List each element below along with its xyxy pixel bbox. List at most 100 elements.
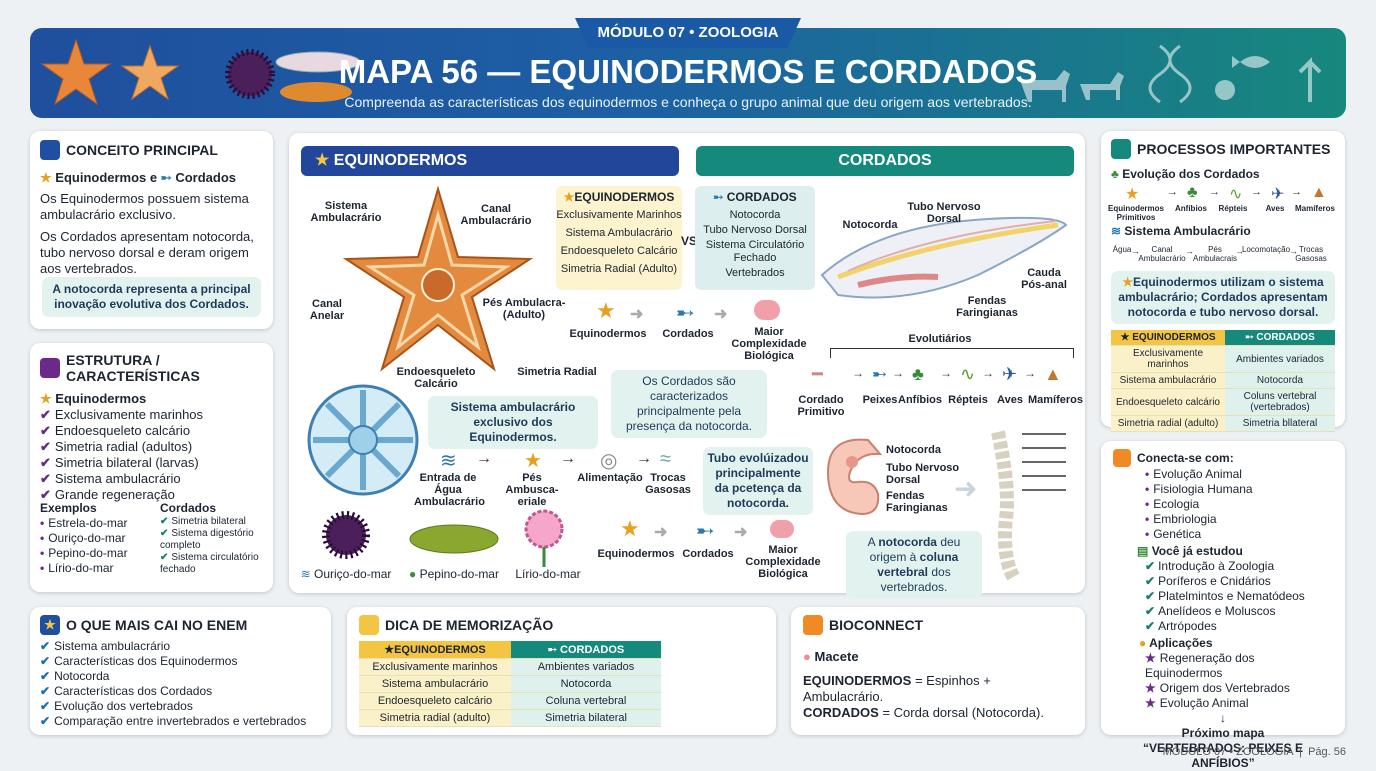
conceito-p1: Os Equinodermos possuem sistema ambulacr… [40, 191, 249, 222]
example-item-text: Estrela-do-mar [48, 516, 128, 530]
conceito-card: CONCEITO PRINCIPAL ★ Equinodermos e ➸ Co… [30, 131, 273, 329]
mini-cord-item-text: Vertebrados [725, 267, 785, 279]
flow2-equi: Equinodermos [597, 548, 675, 560]
fish-icon [1232, 56, 1270, 68]
ja-item: ✔Anelídeos e Moluscos [1145, 604, 1333, 619]
enem-item: ✔Evolução dos vertebrados [40, 699, 321, 714]
cell-equi: Exclusivamente marinhos [359, 658, 511, 676]
enem-title: O QUE MAIS CAI NO ENEM [66, 617, 248, 633]
label-fendas: Fendas Faringianas [956, 295, 1018, 319]
cell-equi: Simetria radial (adulto) [1111, 415, 1225, 432]
label-pes-ambulacra: Pés Ambulacra- (Adulto) [482, 297, 566, 321]
table-row: Simetria radial (adulto)Simetria bilater… [359, 709, 661, 727]
estrutura-group: Equinodermos [55, 391, 147, 406]
starfish-diagram [342, 185, 534, 372]
sea-urchin-icon [322, 511, 370, 559]
enem-item: ✔Características dos Cordados [40, 684, 321, 699]
growth-icon [1298, 57, 1322, 102]
check-icon: ✔ [40, 487, 51, 502]
processos-title: PROCESSOS IMPORTANTES [1137, 141, 1331, 157]
check-icon: ★ [1145, 651, 1156, 665]
lizard-icon: ∿ [1229, 186, 1243, 203]
check-icon: ✔ [160, 528, 169, 539]
arrow-icon: → [1251, 186, 1262, 198]
proc-amb-item: Água [1112, 245, 1132, 254]
mini-cord-item: Notocorda [695, 209, 815, 222]
ja-item-text: Platelmintos e Nematódeos [1158, 589, 1305, 603]
macete-l1: = Espinhos + Ambulacrário. [803, 673, 991, 704]
cordados-item: ✔Sistema circulatório fechado [160, 552, 268, 576]
evo-row: ━Cordado Primitivo➸→Peixes♣→Anfíbios∿→Ré… [797, 364, 1083, 424]
example-item: •Ouriço-do-mar [40, 531, 158, 546]
conceito-note: A notocorda representa a principal inova… [42, 277, 261, 317]
bioconnect-icon [803, 615, 823, 635]
link-icon [1113, 449, 1131, 467]
proc-evo-title: Evolução dos Cordados [1122, 167, 1260, 181]
arrow-icon: → [982, 366, 994, 380]
check-icon: ✔ [1145, 574, 1156, 588]
enem-item: ✔Sistema ambulacrário [40, 639, 321, 654]
proc-evo-row: ★Equinodermos Primitivos♣→Anfíbios∿→Répt… [1108, 184, 1335, 222]
star-icon: ★ [315, 152, 330, 169]
estrutura-item-text: Sistema ambulacrário [54, 471, 181, 486]
label-notocorda: Notocorda [842, 219, 898, 231]
proc-amb-title: Sistema Ambulacrário [1124, 224, 1251, 238]
dog-icon: ▲ [1311, 184, 1327, 201]
mini-equi-item: Exclusivamente Marinhos [556, 209, 682, 222]
star-icon: ★ [1122, 275, 1134, 289]
lightbulb-icon [359, 615, 379, 635]
lightbulb-icon: ● [1139, 636, 1147, 650]
brain-icon [754, 300, 780, 320]
check-icon: ✔ [40, 639, 51, 653]
check-icon: • [1145, 497, 1150, 511]
header-icons-right [1020, 44, 1322, 104]
note-tubo: Tubo evolúizadou principalmente da pcete… [703, 447, 813, 515]
check-icon: • [1145, 512, 1150, 526]
mini-equi-item-text: Exclusivamente Marinhos [556, 209, 682, 221]
bird-icon: ✈ [1271, 186, 1285, 203]
module-tab: MÓDULO 07 • ZOOLOGIA [575, 18, 801, 48]
wave-icon: ≋ [440, 450, 457, 472]
mini-cord-item-text: Sistema Circulatório Fechado [705, 239, 805, 264]
arrow-icon: → [560, 450, 576, 467]
macete-l2: = Corda dorsal (Notocorda). [882, 705, 1044, 720]
process-item: Trocas Gasosas [645, 472, 691, 496]
animals-row [322, 509, 564, 567]
check-icon: ✔ [40, 407, 51, 422]
dog-icon: ▲ [1044, 364, 1062, 384]
arrow-icon: → [636, 450, 652, 467]
example-item: •Estrela-do-mar [40, 516, 158, 531]
conecta-item: •Fisiologia Humana [1145, 482, 1333, 497]
mini-equi-item-text: Endoesqueleto Calcário [560, 245, 678, 257]
equinodermos-banner: ★ EQUINODERMOS [301, 146, 679, 176]
check-icon: ✔ [40, 699, 51, 713]
processos-table: ★ EQUINODERMOS➸ CORDADOS Exclusivamente … [1111, 330, 1335, 432]
fish-icon: ➸ [696, 518, 715, 543]
arrow-icon: → [1185, 246, 1194, 256]
flow1-equi: Equinodermos [569, 328, 647, 340]
arrow-right-icon: ➜ [954, 473, 978, 504]
check-icon: • [1145, 482, 1150, 496]
macete-l1-b: EQUINODERMOS [803, 673, 912, 688]
enem-item-text: Características dos Equinodermos [54, 654, 238, 668]
evo-item: Aves [997, 394, 1023, 406]
embryo-diagram [826, 438, 883, 516]
proc-amb-item: Canal Ambulacrário [1138, 245, 1186, 263]
ap-list: ★Regeneração dos Equinodermos★Origem dos… [1113, 651, 1333, 711]
ja-item: ✔Introdução à Zoologia [1145, 559, 1333, 574]
arrow-icon: → [852, 366, 864, 380]
ja-list: ✔Introdução à Zoologia✔Poríferos e Cnidá… [1113, 559, 1333, 634]
mini-cord-item-text: Notocorda [729, 209, 781, 221]
estrutura-item-text: Grande regeneração [54, 487, 175, 502]
estrutura-item: ✔Grande regeneração [40, 487, 263, 503]
star-icon: ★ [384, 644, 395, 656]
cell-cord: Ambientes variados [1225, 345, 1335, 373]
arrow-icon: → [1209, 186, 1220, 198]
evo-bracket [830, 348, 1074, 358]
mini-cord-item: Sistema Circulatório Fechado [695, 239, 815, 265]
ja-title: Você já estudou [1151, 544, 1243, 558]
conecta-list: •Evolução Animal•Fisiologia Humana•Ecolo… [1113, 467, 1333, 542]
flow1-complex: Maior Complexidade Biológica [731, 326, 807, 362]
conecta-item: •Ecologia [1145, 497, 1333, 512]
